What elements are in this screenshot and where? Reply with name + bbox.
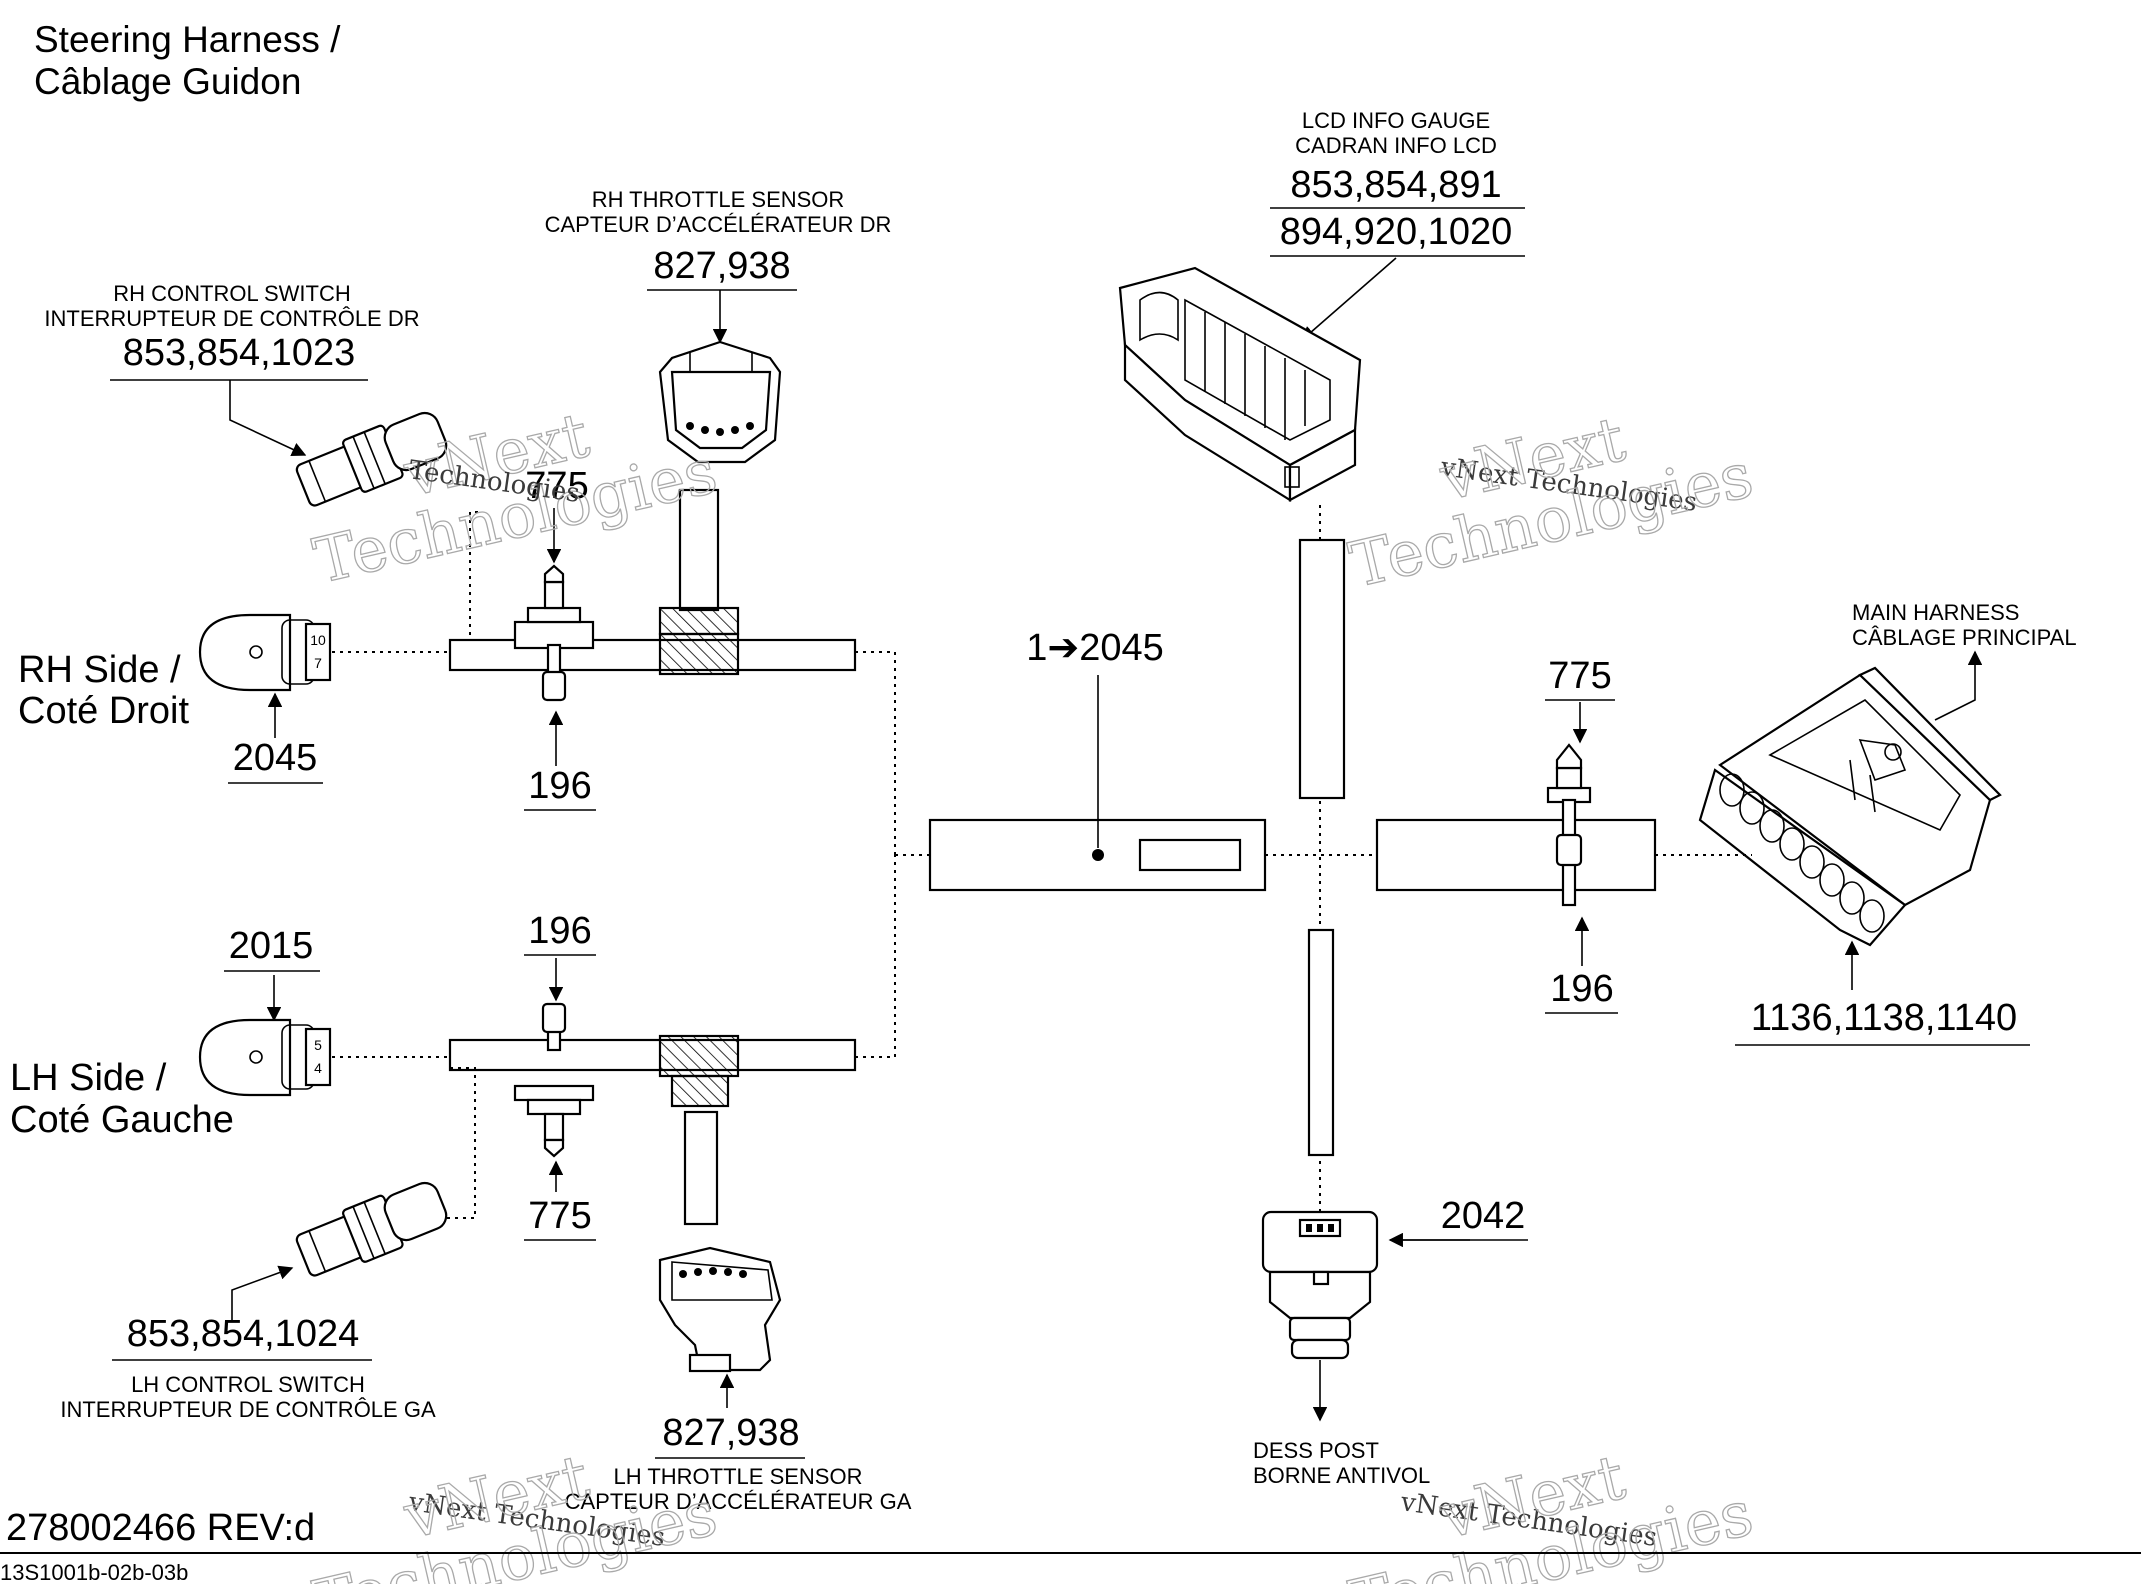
- lcd-gauge-label-en: LCD INFO GAUGE: [1302, 108, 1490, 133]
- main-tie-ref: 196: [1550, 968, 1613, 1010]
- rh-control-switch-refs: 853,854,1023: [123, 332, 355, 374]
- rh-pin-label-1: 10: [310, 632, 326, 648]
- lcd-gauge-refs-2: 894,920,1020: [1280, 211, 1512, 253]
- lh-side-label-line-2: Coté Gauche: [10, 1099, 234, 1141]
- rh-plug-ref: 2045: [233, 737, 318, 779]
- rh-throttle-refs: 827,938: [653, 245, 790, 287]
- rh-side-label-line-2: Coté Droit: [18, 690, 189, 732]
- lcd-gauge-refs-1: 853,854,891: [1290, 164, 1501, 206]
- lh-side-label: LH Side / Coté Gauche: [10, 1057, 234, 1141]
- rh-throttle-label-en: RH THROTTLE SENSOR: [592, 187, 845, 212]
- main-clip-ref: 775: [1548, 655, 1611, 697]
- dess-post-label-fr: BORNE ANTIVOL: [1253, 1463, 1430, 1488]
- main-harness-callout: MAIN HARNESS CÂBLAGE PRINCIPAL 1136,1138…: [1735, 600, 2077, 1046]
- rh-side-label: RH Side / Coté Droit: [18, 649, 189, 732]
- revision-label: 278002466 REV:d: [6, 1507, 315, 1549]
- rh-throttle-sensor-connector: [658, 340, 782, 464]
- lcd-gauge-callout: LCD INFO GAUGE CADRAN INFO LCD 853,854,8…: [1270, 108, 1525, 341]
- rh-pin-label-2: 7: [314, 655, 322, 671]
- lh-tie-ref: 196: [528, 910, 591, 952]
- dess-post-refs: 2042: [1441, 1195, 1526, 1237]
- lh-throttle-sensor-callout: 827,938 LH THROTTLE SENSOR CAPTEUR D’ACC…: [565, 1373, 912, 1514]
- main-harness-connector: [1698, 666, 2002, 947]
- lcd-gauge-label-fr: CADRAN INFO LCD: [1295, 133, 1497, 158]
- rh-throttle-sensor-callout: RH THROTTLE SENSOR CAPTEUR D’ACCÉLÉRATEU…: [545, 187, 892, 344]
- main-harness-refs: 1136,1138,1140: [1751, 997, 2017, 1039]
- rh-control-switch-connector: [295, 411, 448, 507]
- main-harness-label-fr: CÂBLAGE PRINCIPAL: [1852, 625, 2077, 650]
- rh-control-switch-label-en: RH CONTROL SWITCH: [113, 281, 351, 306]
- lh-throttle-sensor-connector: [658, 1246, 782, 1373]
- lh-throttle-refs: 827,938: [662, 1412, 799, 1454]
- lh-harness-branch: [448, 1002, 857, 1226]
- lcd-gauge-connector: [1118, 266, 1362, 502]
- lh-pin-label-1: 5: [314, 1037, 322, 1053]
- lh-throttle-label-fr: CAPTEUR D’ACCÉLÉRATEUR GA: [565, 1489, 912, 1514]
- lh-clip-ref: 775: [528, 1195, 591, 1237]
- watermark-bottom-left: vNext Technologies: [306, 1439, 724, 1584]
- title-line-2: Câblage Guidon: [34, 61, 301, 102]
- rh-throttle-label-fr: CAPTEUR D’ACCÉLÉRATEUR DR: [545, 212, 892, 237]
- lh-side-plug: 5 4: [198, 1018, 332, 1097]
- rh-clip-ref: 775: [525, 465, 588, 507]
- lh-control-switch-connector: [295, 1181, 448, 1277]
- rh-harness-branch: [448, 488, 857, 702]
- lh-control-switch-refs: 853,854,1024: [127, 1313, 359, 1355]
- dess-post-label-en: DESS POST: [1253, 1438, 1379, 1463]
- rh-side-plug: 10 7: [198, 613, 332, 692]
- lh-plug-ref: 2015: [229, 925, 314, 967]
- lh-control-switch-label-fr: INTERRUPTEUR DE CONTRÔLE GA: [60, 1397, 436, 1422]
- lh-control-switch-callout: 853,854,1024 LH CONTROL SWITCH INTERRUPT…: [60, 1265, 436, 1422]
- main-harness-label-en: MAIN HARNESS: [1852, 600, 2019, 625]
- lh-control-switch-label-en: LH CONTROL SWITCH: [131, 1372, 365, 1397]
- lh-side-label-line-1: LH Side /: [10, 1057, 167, 1099]
- title-line-1: Steering Harness /: [34, 19, 341, 60]
- lh-throttle-label-en: LH THROTTLE SENSOR: [614, 1464, 863, 1489]
- rh-tie-ref: 196: [528, 765, 591, 807]
- main-clip-and-tie: [1546, 743, 1592, 907]
- central-harness: [895, 505, 1752, 1218]
- dess-post-connector: [1261, 1210, 1379, 1360]
- lh-pin-label-2: 4: [314, 1060, 322, 1076]
- watermark-top-right: vNext Technologies: [1342, 401, 1760, 602]
- harness-part-label: 1➔2045: [1026, 627, 1164, 669]
- figure-id: 13S1001b-02b-03b: [0, 1560, 188, 1584]
- rh-control-switch-label-fr: INTERRUPTEUR DE CONTRÔLE DR: [44, 306, 419, 331]
- rh-control-switch-callout: RH CONTROL SWITCH INTERRUPTEUR DE CONTRÔ…: [44, 281, 420, 457]
- watermark-bottom-right: vNext Technologies: [1342, 1439, 1760, 1584]
- rh-side-label-line-1: RH Side /: [18, 649, 181, 691]
